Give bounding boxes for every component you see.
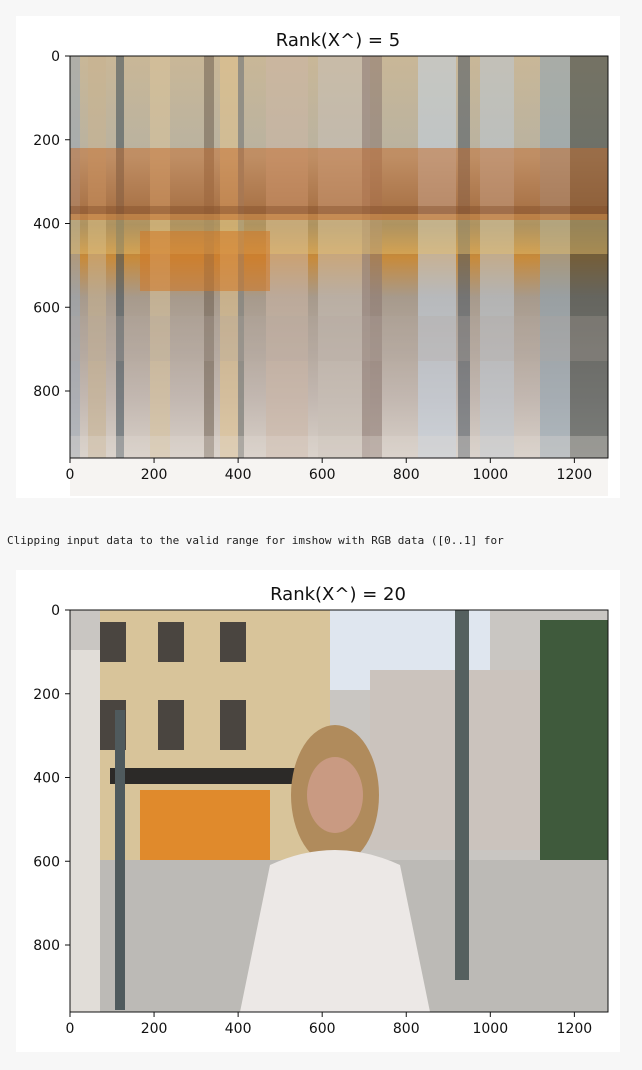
- image-area: [70, 610, 608, 1012]
- window: [158, 622, 184, 662]
- y-tick-label: 0: [51, 49, 60, 65]
- image-column-band: [116, 56, 124, 458]
- white-top: [240, 850, 430, 1012]
- y-tick-label: 200: [33, 133, 60, 149]
- awning: [110, 768, 300, 784]
- image-column-band: [88, 56, 106, 458]
- x-tick-label: 0: [66, 1021, 75, 1037]
- y-tick-label: 400: [33, 217, 60, 233]
- y-axis: 0 200 400 600 800: [33, 49, 70, 400]
- y-tick-label: 600: [33, 854, 60, 870]
- axes-frame: [69, 55, 609, 459]
- x-tick-label: 600: [309, 467, 336, 483]
- left-wall: [70, 650, 100, 1012]
- y-tick-label: 800: [33, 938, 60, 954]
- x-tick-label: 1200: [557, 1021, 593, 1037]
- stderr-warning: Clipping input data to the valid range f…: [7, 534, 504, 547]
- image-column-band: [540, 56, 570, 458]
- x-tick-label: 1200: [557, 467, 593, 483]
- image-column-band: [480, 56, 514, 458]
- image-column-band: [70, 56, 80, 458]
- image-column-band: [458, 56, 470, 458]
- x-tick-label: 600: [309, 1021, 336, 1037]
- window: [220, 622, 246, 662]
- window: [158, 700, 184, 750]
- image-highlight: [140, 231, 270, 291]
- face: [307, 757, 363, 833]
- plot-rank-5: Rank(X^) = 5 0 200 400 600 800 1000 1200 0 200 4…: [33, 30, 609, 496]
- tree: [540, 620, 608, 870]
- image-area: [70, 56, 608, 496]
- x-tick-label: 200: [141, 1021, 168, 1037]
- output-cell-rank-5: Rank(X^) = 5 0 200 400 600 800 1000 1200 0 200 4…: [16, 16, 620, 498]
- image-row-band: [70, 316, 608, 361]
- image-row-band: [70, 436, 608, 496]
- x-tick-label: 0: [66, 467, 75, 483]
- image-column-band: [318, 56, 370, 458]
- x-tick-label: 1000: [472, 467, 508, 483]
- pole: [455, 610, 469, 980]
- plot-title: Rank(X^) = 5: [276, 30, 400, 51]
- shop-window: [140, 790, 270, 860]
- x-tick-label: 800: [393, 467, 420, 483]
- x-tick-label: 400: [225, 467, 252, 483]
- window: [220, 700, 246, 750]
- x-tick-label: 400: [225, 1021, 252, 1037]
- output-cell-rank-20: Rank(X^) = 20 0 200 400 600 800 1000 1200 0 200…: [16, 570, 620, 1052]
- y-tick-label: 0: [51, 603, 60, 619]
- y-tick-label: 200: [33, 687, 60, 703]
- y-axis: 0 200 400 600 800: [33, 603, 70, 954]
- image-column-band: [266, 56, 308, 458]
- y-tick-label: 800: [33, 384, 60, 400]
- x-axis: 0 200 400 600 800 1000 1200: [66, 458, 593, 483]
- x-tick-label: 200: [141, 467, 168, 483]
- plot-rank-20: Rank(X^) = 20 0 200 400 600 800 1000 1200 0 200…: [33, 584, 609, 1037]
- image-row-band: [70, 148, 608, 220]
- y-tick-label: 600: [33, 300, 60, 316]
- pole: [115, 710, 125, 1010]
- x-tick-label: 800: [393, 1021, 420, 1037]
- window: [100, 622, 126, 662]
- y-tick-label: 400: [33, 771, 60, 787]
- x-tick-label: 1000: [472, 1021, 508, 1037]
- x-axis: 0 200 400 600 800 1000 1200: [66, 1012, 593, 1037]
- image-column-band: [362, 56, 382, 458]
- plot-title: Rank(X^) = 20: [270, 584, 406, 605]
- axes-frame: [69, 609, 609, 1013]
- image-column-band: [570, 56, 608, 458]
- image-column-band: [418, 56, 456, 458]
